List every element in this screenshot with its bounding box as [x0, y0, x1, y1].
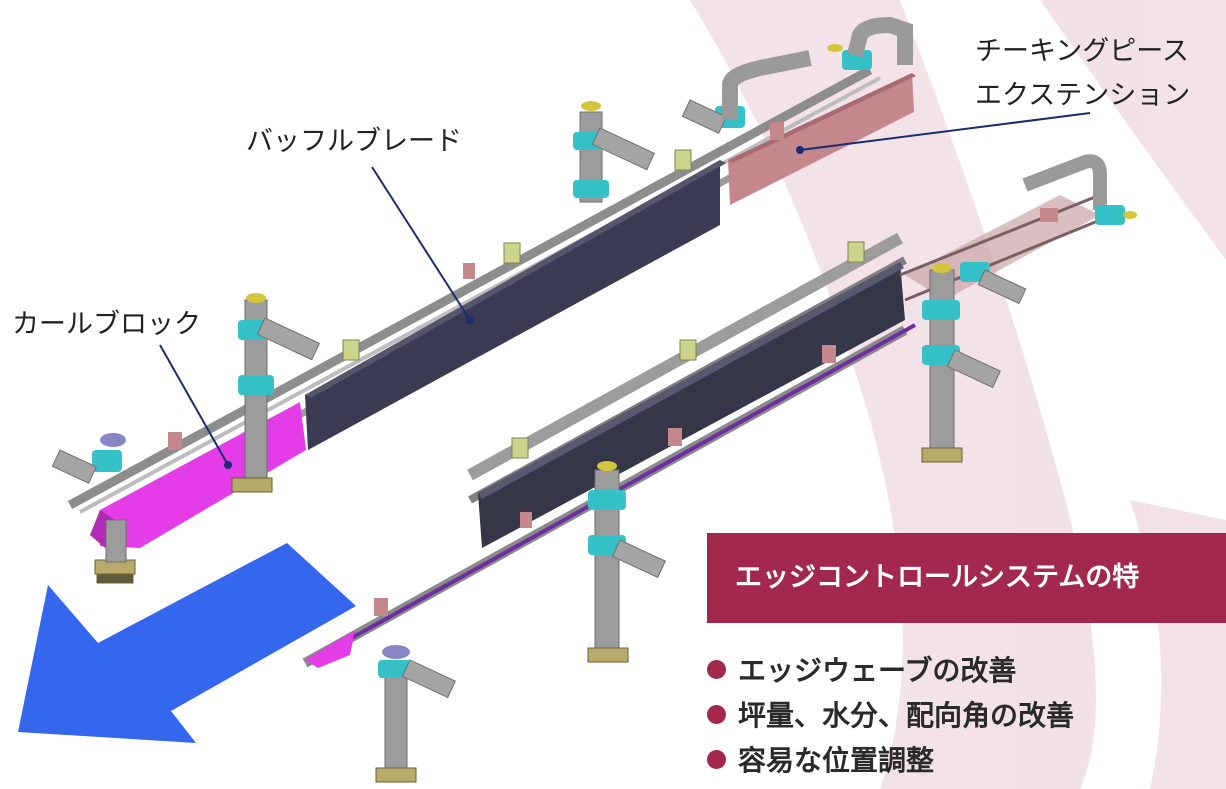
cheeking-piece-extension [728, 73, 914, 205]
flow-direction-arrow-icon [18, 543, 356, 743]
bullet-dot-icon [707, 749, 726, 769]
cheeking-piece-leader [799, 112, 1091, 151]
cheeking-piece-leader-dot [796, 146, 804, 154]
feature-item: 容易な位置調整 [707, 738, 1074, 783]
features-title-banner: エッジコントロールシステムの特 [707, 533, 1226, 623]
bullet-dot-icon [707, 704, 726, 724]
cheeking-piece-label-line2: エクステンション [975, 80, 1191, 111]
baffle-blade [305, 160, 720, 450]
rear-baffle-assembly [51, 16, 916, 584]
features-list: エッジウェーブの改善 坪量、水分、配向角の改善 容易な位置調整 [707, 648, 1074, 783]
front-baffle-assembly [302, 154, 1137, 783]
feature-item-text: 坪量、水分、配向角の改善 [738, 699, 1075, 732]
baffle-blade-leader [371, 166, 471, 321]
feature-item-text: 容易な位置調整 [738, 744, 935, 777]
cheeking-piece-label-line1: チーキングピース [975, 36, 1189, 67]
lower-baffle-blade [478, 262, 905, 548]
feature-item: エッジウェーブの改善 [707, 648, 1074, 693]
bullet-dot-icon [707, 659, 726, 679]
feature-item: 坪量、水分、配向角の改善 [707, 693, 1074, 738]
baffle-blade-label: バッフルブレード [246, 126, 462, 157]
feature-item-text: エッジウェーブの改善 [738, 654, 1017, 687]
baffle-blade-leader-dot [466, 316, 474, 324]
leader-lines [159, 112, 1091, 466]
lower-curl-block [305, 630, 355, 668]
curl-block-leader [159, 344, 229, 466]
curl-block-label: カールブロック [12, 309, 201, 340]
curl-block-leader-dot [224, 461, 232, 469]
